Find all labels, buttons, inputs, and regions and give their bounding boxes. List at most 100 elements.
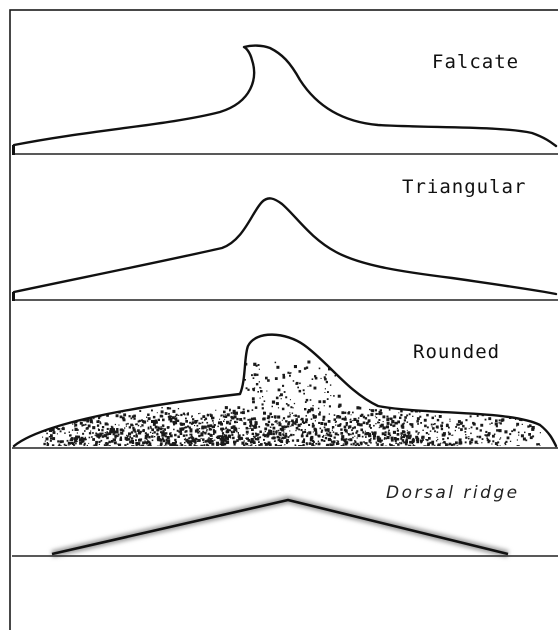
speckle-dot: [313, 431, 314, 432]
speckle-dot: [157, 429, 160, 432]
speckle-dot: [417, 417, 420, 420]
speckle-dot: [350, 434, 352, 436]
speckle-dot: [229, 429, 231, 431]
speckle-dot: [243, 444, 245, 446]
speckle-dot: [289, 441, 290, 442]
speckle-dot: [424, 419, 427, 422]
speckle-dot: [234, 421, 236, 423]
speckle-dot: [303, 393, 305, 395]
speckle-dot: [165, 432, 167, 434]
speckle-dot: [382, 415, 385, 418]
speckle-dot: [183, 435, 185, 437]
figure-frame: [10, 10, 558, 630]
speckle-dot: [406, 415, 408, 417]
speckle-dot: [456, 423, 458, 425]
speckle-dot: [282, 429, 284, 431]
speckle-dot: [244, 440, 245, 441]
speckle-dot: [278, 422, 280, 424]
speckle-dot: [273, 431, 275, 433]
speckle-dot: [246, 443, 248, 445]
speckle-dot: [192, 441, 193, 442]
speckle-dot: [216, 442, 219, 445]
speckle-dot: [273, 433, 275, 435]
speckle-dot: [348, 426, 349, 427]
speckle-dot: [202, 438, 205, 441]
speckle-dot: [522, 424, 523, 425]
speckle-dot: [66, 412, 69, 415]
speckle-dot: [69, 432, 70, 433]
speckle-dot: [489, 406, 491, 408]
speckle-dot: [46, 437, 49, 440]
speckle-dot: [268, 443, 271, 446]
speckle-dot: [323, 440, 325, 442]
speckle-dot: [406, 439, 408, 441]
speckle-dot: [447, 437, 449, 439]
speckle-dot: [385, 431, 387, 433]
speckle-dot: [211, 440, 214, 443]
speckle-dot: [516, 423, 519, 426]
speckle-dot: [75, 428, 78, 431]
speckle-dot: [279, 437, 281, 439]
speckle-dot: [253, 436, 255, 438]
speckle-dot: [94, 413, 95, 414]
speckle-dot: [107, 423, 109, 425]
speckle-dot: [524, 432, 526, 434]
speckle-dot: [359, 425, 360, 426]
speckle-dot: [282, 433, 284, 435]
speckle-dot: [233, 441, 236, 444]
speckle-dot: [260, 398, 261, 399]
triangular-fin-outline: [14, 198, 556, 294]
speckle-dot: [247, 389, 249, 391]
speckle-dot: [325, 437, 327, 439]
speckle-dot: [362, 432, 364, 434]
speckle-dot: [370, 413, 373, 416]
speckle-dot: [428, 434, 429, 435]
speckle-dot: [102, 435, 103, 436]
speckle-dot: [319, 443, 320, 444]
speckle-dot: [50, 437, 52, 439]
speckle-dot: [503, 446, 505, 448]
speckle-dot: [194, 425, 195, 426]
speckle-dot: [352, 427, 354, 429]
speckle-dot: [44, 423, 47, 426]
panel-dorsal-ridge: Dorsal ridge: [12, 483, 558, 556]
speckle-dot: [413, 444, 414, 445]
speckle-dot: [70, 443, 71, 444]
speckle-dot: [161, 431, 164, 434]
speckle-dot: [318, 413, 321, 416]
speckle-dot: [338, 443, 339, 444]
speckle-dot: [485, 419, 487, 421]
speckle-dot: [97, 437, 98, 438]
speckle-dot: [491, 443, 492, 444]
speckle-dot: [407, 432, 408, 433]
falcate-baseline-tick: [12, 145, 15, 155]
speckle-dot: [98, 428, 99, 429]
speckle-dot: [263, 412, 266, 415]
speckle-dot: [352, 420, 353, 421]
speckle-dot: [43, 420, 46, 423]
speckle-dot: [150, 432, 151, 433]
speckle-dot: [92, 432, 94, 434]
speckle-dot: [306, 444, 308, 446]
speckle-dot: [449, 446, 450, 447]
speckle-dot: [370, 438, 371, 439]
speckle-dot: [494, 434, 496, 436]
speckle-dot: [59, 428, 61, 430]
speckle-dot: [112, 430, 115, 433]
speckle-dot: [344, 418, 347, 421]
speckle-dot: [77, 432, 78, 433]
speckle-dot: [369, 424, 371, 426]
speckle-dot: [242, 434, 244, 436]
speckle-dot: [255, 406, 257, 409]
speckle-dot: [367, 445, 369, 447]
speckle-dot: [406, 437, 408, 439]
speckle-dot: [258, 426, 260, 428]
speckle-dot: [500, 422, 502, 424]
speckle-dot: [341, 445, 343, 447]
speckle-dot: [267, 379, 270, 382]
speckle-dot: [478, 410, 480, 412]
speckle-dot: [421, 436, 424, 439]
speckle-dot: [243, 422, 246, 425]
speckle-dot: [420, 422, 422, 424]
speckle-dot: [363, 422, 366, 425]
